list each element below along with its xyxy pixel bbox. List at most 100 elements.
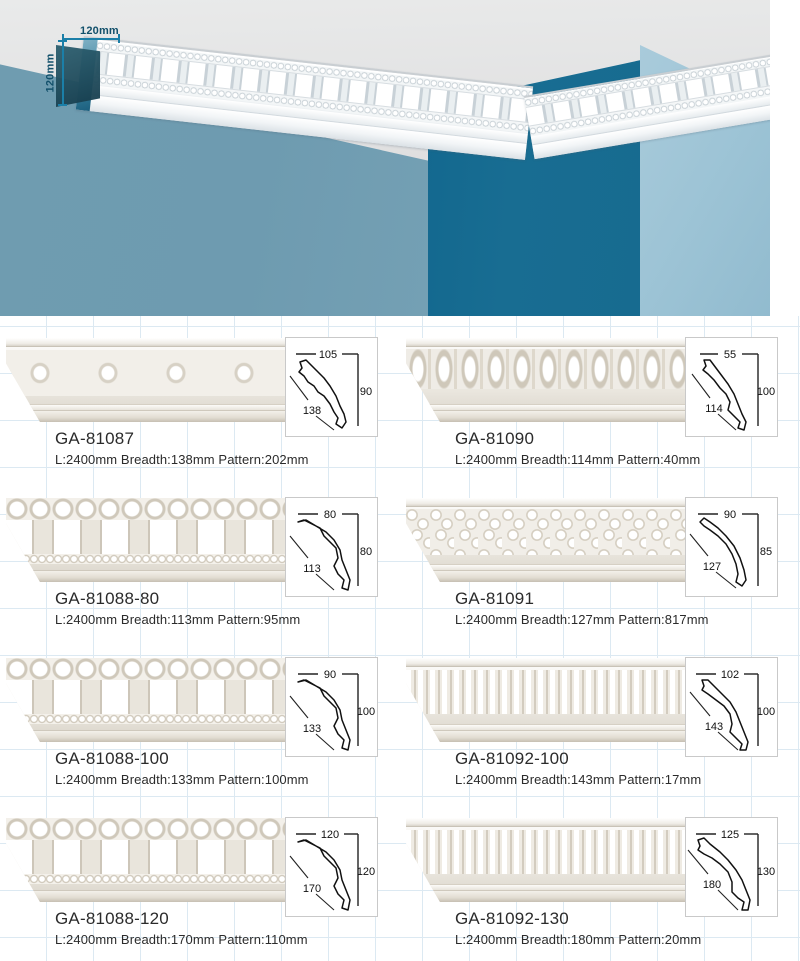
bottom-ogee-band xyxy=(406,890,702,902)
section-right-dim: 130 xyxy=(757,866,775,878)
cross-section-diagram: 102 100 143 xyxy=(685,657,778,757)
width-callout-tick-right xyxy=(118,34,120,43)
molding-sample-image xyxy=(406,818,702,902)
section-top-dim: 90 xyxy=(724,509,736,521)
section-top-dim: 55 xyxy=(724,349,736,361)
product-card-ga-81087[interactable]: 105 90 138 GA-81087 L:2400mm Breadth:138… xyxy=(0,330,400,490)
product-card-ga-81088-120[interactable]: 120 120 170 GA-81088-120 L:2400mm Breadt… xyxy=(0,810,400,961)
product-spec: L:2400mm Breadth:127mm Pattern:817mm xyxy=(455,612,709,627)
product-card-ga-81092-100[interactable]: 102 100 143 GA-81092-100 L:2400mm Breadt… xyxy=(400,650,800,810)
molding-sample-image xyxy=(406,658,702,742)
bead-row-motif xyxy=(6,658,302,680)
top-fillet-band xyxy=(406,658,702,667)
product-card-ga-81092-130[interactable]: 125 130 180 GA-81092-130 L:2400mm Breadt… xyxy=(400,810,800,961)
small-bead-band xyxy=(6,554,302,564)
bottom-ogee-band xyxy=(406,570,702,582)
height-callout-tick-top xyxy=(58,40,67,42)
product-spec: L:2400mm Breadth:113mm Pattern:95mm xyxy=(55,612,301,627)
photo-right-margin xyxy=(770,0,800,316)
bead-row-motif xyxy=(6,498,302,520)
bottom-ogee-band xyxy=(6,890,302,902)
section-top-dim: 102 xyxy=(721,669,739,681)
dentil-rosette-panel-motif xyxy=(6,520,302,556)
product-code: GA-81092-100 xyxy=(455,749,569,768)
product-card-ga-81088-80[interactable]: 80 80 113 GA-81088-80 L:2400mm Breadth:1… xyxy=(0,490,400,650)
cross-section-diagram: 120 120 170 xyxy=(285,817,378,917)
product-card-ga-81088-100[interactable]: 90 100 133 GA-81088-100 L:2400mm Breadth… xyxy=(0,650,400,810)
product-spec: L:2400mm Breadth:180mm Pattern:20mm xyxy=(455,932,702,947)
lower-fillet-band xyxy=(406,404,702,410)
width-callout-tick-left xyxy=(62,34,64,43)
section-right-dim: 85 xyxy=(760,546,772,558)
cross-section-diagram: 80 80 113 xyxy=(285,497,378,597)
width-callout-line xyxy=(62,38,120,40)
section-diagonal-dim: 133 xyxy=(303,723,321,735)
cross-section-diagram: 90 100 133 xyxy=(285,657,378,757)
section-diagonal-dim: 143 xyxy=(705,721,723,733)
egg-and-dart-motif xyxy=(406,349,702,389)
cross-section-diagram: 125 130 180 xyxy=(685,817,778,917)
product-code: GA-81091 xyxy=(455,589,535,608)
product-code: GA-81092-130 xyxy=(455,909,569,928)
section-top-dim: 125 xyxy=(721,829,739,841)
cross-section-diagram: 105 90 138 xyxy=(285,337,378,437)
height-callout-tick-bottom xyxy=(58,104,67,106)
fluted-motif xyxy=(406,830,702,874)
section-diagonal-dim: 113 xyxy=(303,563,321,575)
height-callout-line xyxy=(62,40,64,106)
top-fillet-band xyxy=(406,818,702,827)
bottom-ogee-band xyxy=(6,730,302,742)
top-fillet-band xyxy=(406,498,702,507)
product-row: 105 90 138 GA-81087 L:2400mm Breadth:138… xyxy=(0,330,800,490)
bottom-ogee-band xyxy=(6,410,302,422)
height-callout-label: 120mm xyxy=(44,53,57,93)
product-code: GA-81088-120 xyxy=(55,909,169,928)
section-diagonal-dim: 114 xyxy=(705,403,723,415)
product-spec: L:2400mm Breadth:133mm Pattern:100mm xyxy=(55,772,309,787)
acanthus-scroll-motif xyxy=(6,350,302,396)
section-right-dim: 100 xyxy=(757,706,775,718)
lower-fillet-band xyxy=(406,884,702,890)
product-spec: L:2400mm Breadth:170mm Pattern:110mm xyxy=(55,932,308,947)
small-bead-band xyxy=(6,874,302,884)
molding-sample-image xyxy=(6,498,302,582)
molding-sample-image xyxy=(6,338,302,422)
section-top-dim: 80 xyxy=(324,509,336,521)
product-spec: L:2400mm Breadth:114mm Pattern:40mm xyxy=(455,452,701,467)
section-top-dim: 105 xyxy=(319,349,337,361)
dentil-rosette-panel-motif xyxy=(6,680,302,716)
section-right-dim: 100 xyxy=(357,706,375,718)
small-bead-band xyxy=(6,714,302,724)
lower-fillet-band xyxy=(6,404,302,410)
section-diagonal-dim: 127 xyxy=(703,561,721,573)
product-code: GA-81087 xyxy=(55,429,135,448)
molding-sample-image xyxy=(406,498,702,582)
width-callout-label: 120mm xyxy=(80,25,119,37)
dentil-rosette-panel-motif xyxy=(6,840,302,876)
product-row: 90 100 133 GA-81088-100 L:2400mm Breadth… xyxy=(0,650,800,810)
bottom-ogee-band xyxy=(406,730,702,742)
product-row: 120 120 170 GA-81088-120 L:2400mm Breadt… xyxy=(0,810,800,961)
section-diagonal-dim: 180 xyxy=(703,879,721,891)
cross-section-diagram: 90 85 127 xyxy=(685,497,778,597)
molding-sample-image xyxy=(6,658,302,742)
molding-sample-image xyxy=(406,338,702,422)
product-card-ga-81090[interactable]: 55 100 114 GA-81090 L:2400mm Breadth:114… xyxy=(400,330,800,490)
lower-fillet-band xyxy=(406,564,702,570)
bottom-ogee-band xyxy=(6,570,302,582)
product-code: GA-81088-100 xyxy=(55,749,169,768)
product-catalog-grid: 105 90 138 GA-81087 L:2400mm Breadth:138… xyxy=(0,316,800,961)
bottom-ogee-band xyxy=(406,410,702,422)
section-diagonal-dim: 138 xyxy=(303,405,321,417)
product-code: GA-81088-80 xyxy=(55,589,160,608)
bead-row-motif xyxy=(6,818,302,840)
top-fillet-band xyxy=(6,338,302,347)
molding-sample-image xyxy=(6,818,302,902)
section-top-dim: 90 xyxy=(324,669,336,681)
section-right-dim: 100 xyxy=(757,386,775,398)
product-spec: L:2400mm Breadth:143mm Pattern:17mm xyxy=(455,772,702,787)
room-photo: 120mm 120mm xyxy=(0,0,800,316)
fluted-motif xyxy=(406,670,702,714)
section-right-dim: 120 xyxy=(357,866,375,878)
product-card-ga-81091[interactable]: 90 85 127 GA-81091 L:2400mm Breadth:127m… xyxy=(400,490,800,650)
